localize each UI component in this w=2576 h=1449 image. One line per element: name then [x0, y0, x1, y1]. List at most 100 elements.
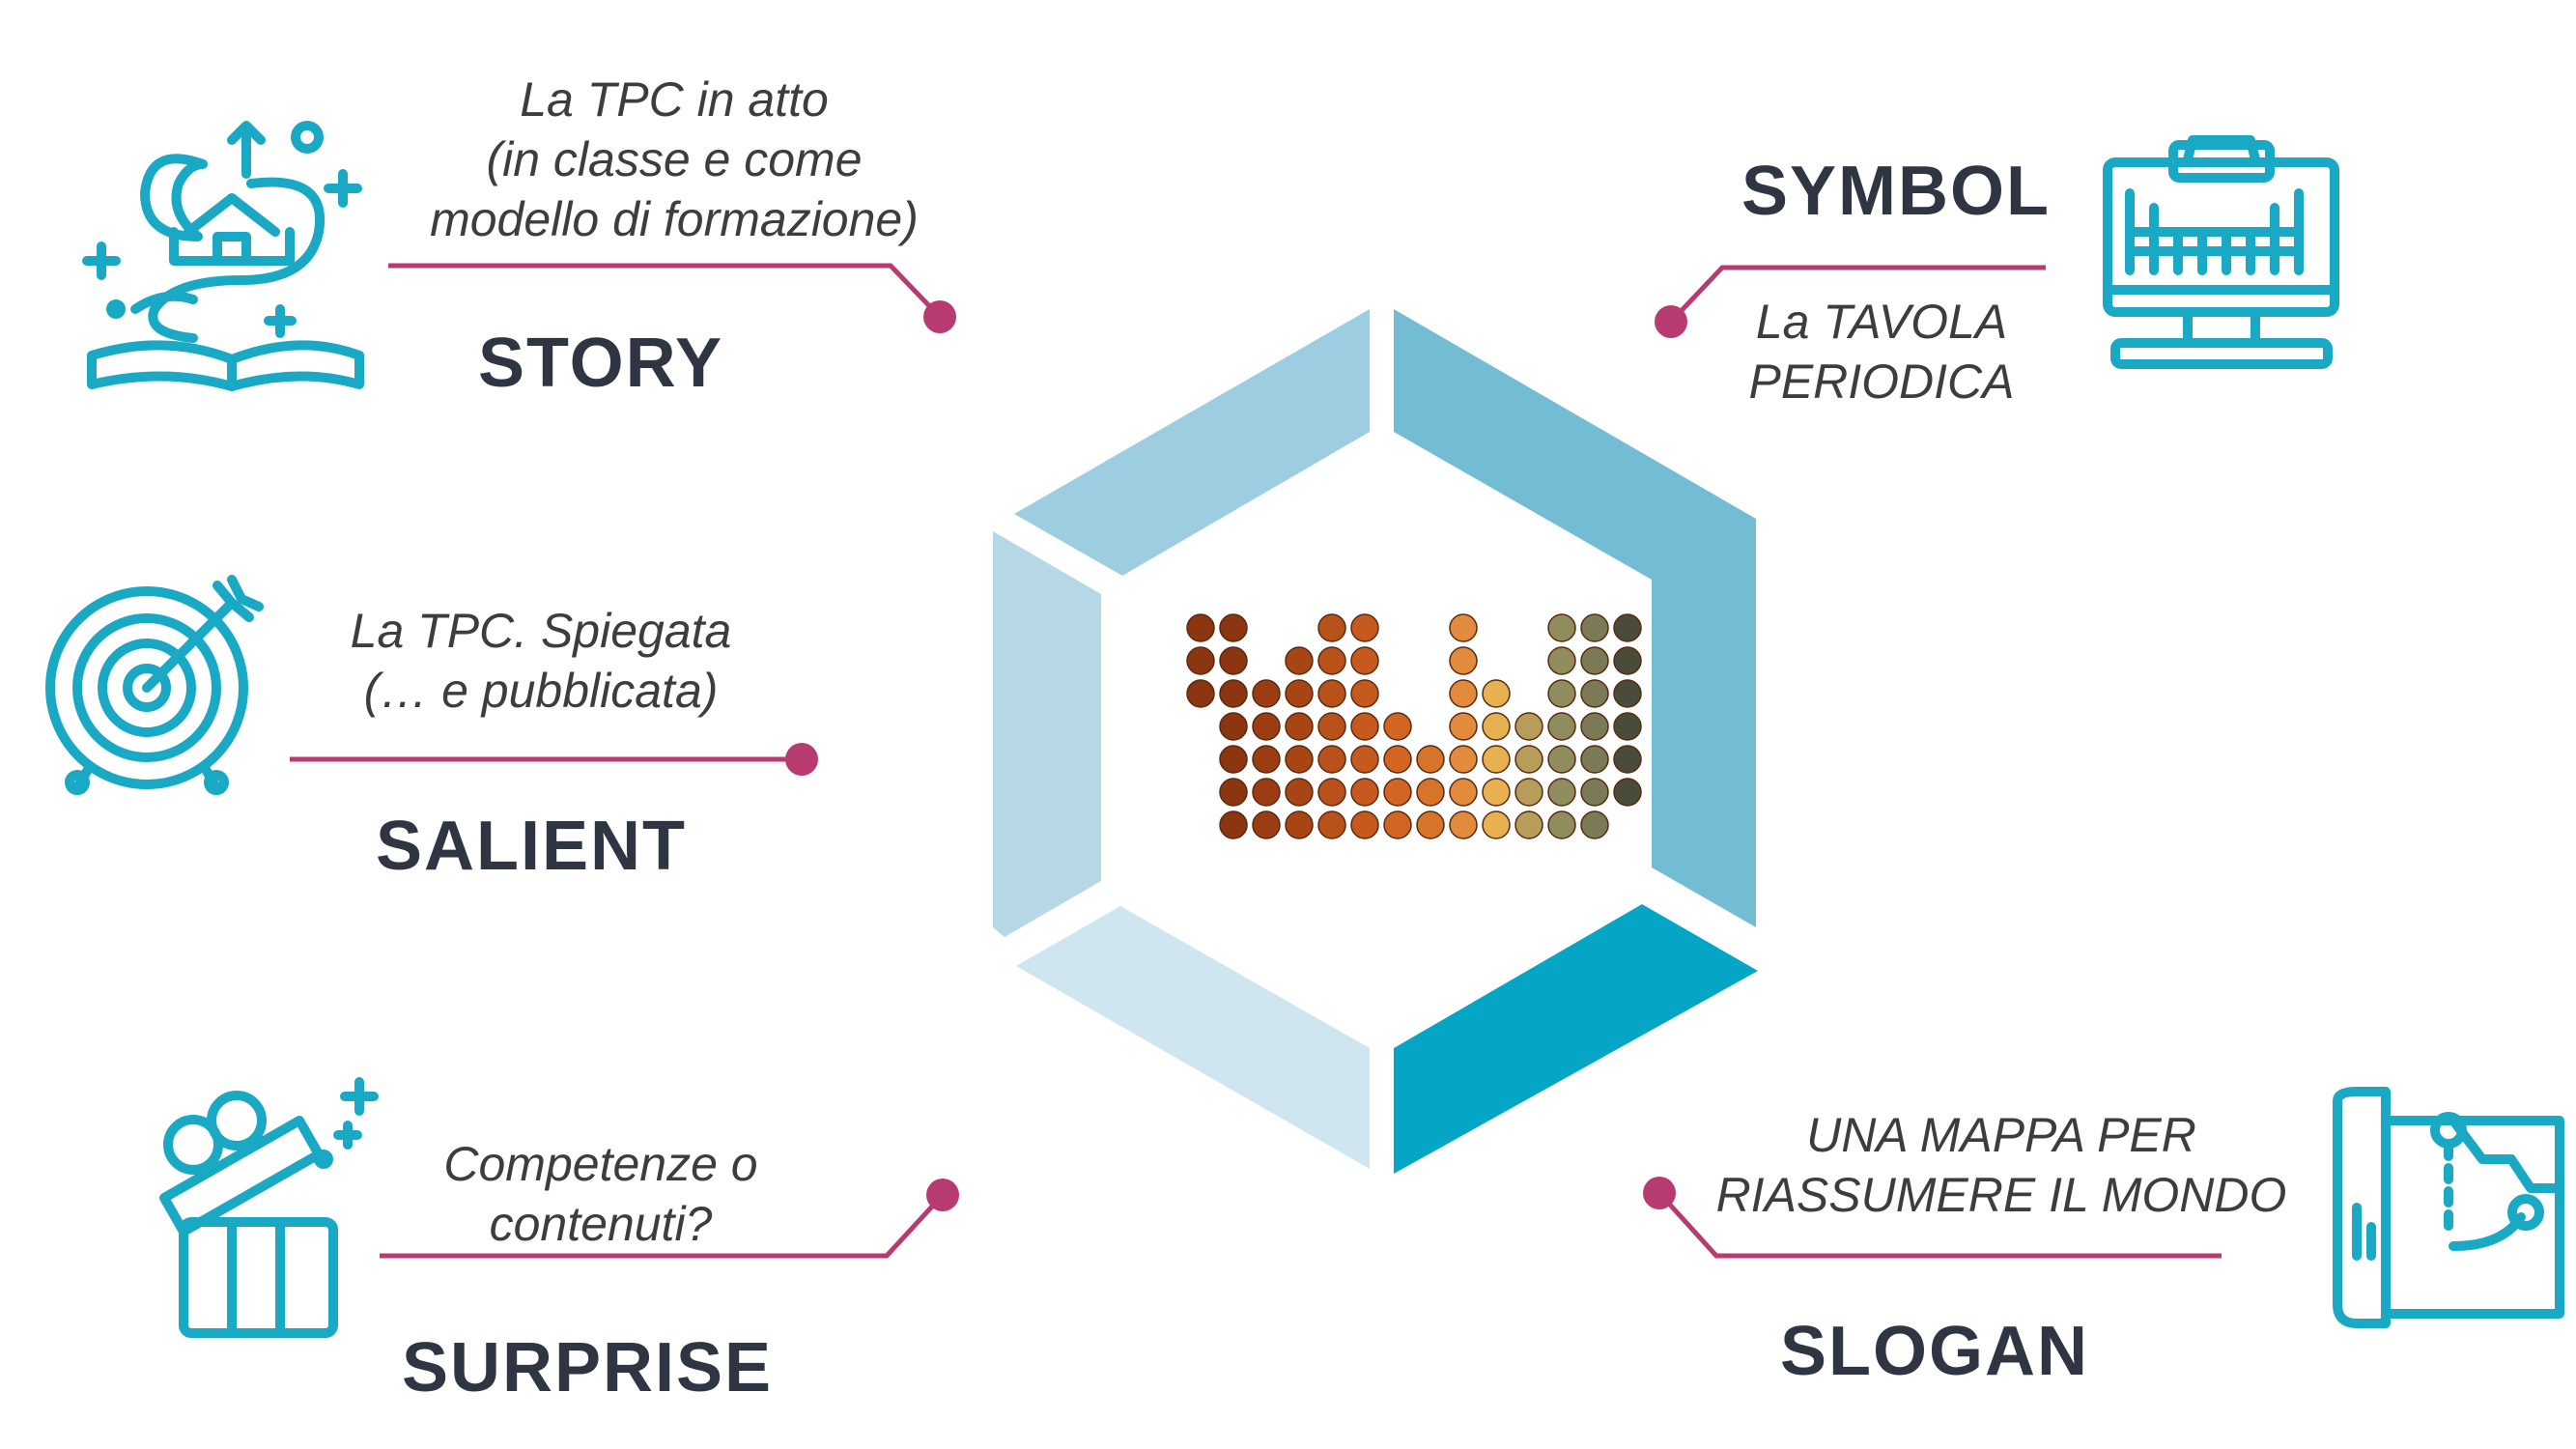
logo-dot	[1317, 613, 1346, 642]
logo-dot	[1252, 712, 1281, 741]
logo-dot	[1547, 613, 1576, 642]
logo-dot	[1449, 745, 1478, 774]
logo-dot	[1613, 712, 1642, 741]
surprise-description-line: contenuti?	[490, 1197, 713, 1251]
connectors	[290, 263, 2222, 1259]
salient-heading: SALIENT	[376, 808, 687, 885]
logo-dot	[1613, 646, 1642, 675]
story-description-line: (in classe e come	[486, 132, 862, 186]
hex-segment-top-right	[1394, 309, 1756, 927]
map-icon	[2333, 1087, 2564, 1328]
logo-dot	[1219, 712, 1248, 741]
logo-dot	[1514, 712, 1543, 741]
logo-dot	[1613, 679, 1642, 708]
logo-dot	[1252, 810, 1281, 839]
logo-dot	[1285, 679, 1314, 708]
logo-dot	[1580, 712, 1609, 741]
surprise-description-line: Competenze o	[443, 1137, 757, 1191]
periodic-table-monitor-icon	[2103, 135, 2339, 369]
logo-dot	[1547, 679, 1576, 708]
logo-dot	[1482, 810, 1511, 839]
logo-dot	[1350, 745, 1379, 774]
logo-dot	[1285, 778, 1314, 807]
logo-dot	[1285, 712, 1314, 741]
logo-dot	[1350, 646, 1379, 675]
logo-dot	[1252, 778, 1281, 807]
logo-dot	[1514, 745, 1543, 774]
logo-dot	[1317, 712, 1346, 741]
hex-segment-top-left	[1014, 309, 1370, 576]
logo-dot	[1547, 810, 1576, 839]
logo-dot	[1186, 679, 1215, 708]
logo-dot	[1219, 778, 1248, 807]
surprise-heading: SURPRISE	[402, 1329, 773, 1406]
slogan-description-line: RIASSUMERE IL MONDO	[1716, 1168, 2287, 1222]
logo-dot	[1547, 646, 1576, 675]
logo-dot	[1613, 613, 1642, 642]
logo-dot	[1547, 745, 1576, 774]
logo-dot	[1186, 646, 1215, 675]
logo-dot	[1449, 810, 1478, 839]
symbol-description: La TAVOLA PERIODICA	[1748, 295, 2014, 409]
story-description: La TPC in atto (in classe e come modello…	[430, 72, 919, 246]
logo-dot	[1350, 613, 1379, 642]
hex-segment-bottom-left	[1016, 906, 1370, 1169]
target-icon	[45, 575, 264, 795]
storybook-icon	[82, 121, 364, 391]
logo-dot	[1613, 778, 1642, 807]
logo-dot	[1350, 679, 1379, 708]
logo-dot	[1186, 613, 1215, 642]
logo-dot	[1252, 745, 1281, 774]
slogan-description: UNA MAPPA PER RIASSUMERE IL MONDO	[1716, 1108, 2287, 1222]
periodic-table-dots-icon	[1186, 613, 1642, 839]
logo-dot	[1383, 745, 1412, 774]
salient-description-line: (… e pubblicata)	[364, 664, 719, 718]
salient-description-line: La TPC. Spiegata	[351, 604, 732, 658]
logo-dot	[1580, 810, 1609, 839]
logo-dot	[1580, 679, 1609, 708]
logo-dot	[1317, 679, 1346, 708]
story-description-line: modello di formazione)	[430, 192, 919, 246]
logo-dot	[1219, 646, 1248, 675]
logo-dot	[1317, 745, 1346, 774]
story-description-line: La TPC in atto	[520, 72, 829, 127]
logo-dot	[1350, 810, 1379, 839]
story-connector	[388, 263, 942, 319]
logo-dot	[1580, 745, 1609, 774]
gift-icon	[159, 1077, 379, 1338]
slogan-connector-dot	[1643, 1177, 1676, 1209]
logo-dot	[1383, 712, 1412, 741]
hex-segment-bottom-right	[1394, 904, 1758, 1174]
logo-dot	[1613, 745, 1642, 774]
logo-dot	[1547, 712, 1576, 741]
logo-dot	[1252, 679, 1281, 708]
logo-dot	[1350, 712, 1379, 741]
logo-dot	[1317, 810, 1346, 839]
hex-segment-left	[993, 531, 1101, 937]
logo-dot	[1383, 778, 1412, 807]
logo-dot	[1449, 646, 1478, 675]
logo-dot	[1482, 712, 1511, 741]
logo-dot	[1482, 679, 1511, 708]
logo-dot	[1416, 810, 1445, 839]
logo-dot	[1219, 613, 1248, 642]
logo-dot	[1547, 778, 1576, 807]
logo-dot	[1580, 778, 1609, 807]
logo-dot	[1285, 745, 1314, 774]
logo-dot	[1416, 778, 1445, 807]
surprise-description: Competenze o contenuti?	[443, 1137, 757, 1251]
symbol-description-line: La TAVOLA	[1756, 295, 2007, 349]
salient-description: La TPC. Spiegata (… e pubblicata)	[351, 604, 732, 718]
logo-dot	[1285, 646, 1314, 675]
logo-dot	[1482, 745, 1511, 774]
logo-dot	[1449, 613, 1478, 642]
logo-dot	[1514, 810, 1543, 839]
story-connector-dot	[923, 300, 956, 333]
surprise-connector-dot	[926, 1179, 959, 1211]
logo-dot	[1416, 745, 1445, 774]
logo-dot	[1449, 712, 1478, 741]
logo-dot	[1317, 646, 1346, 675]
symbol-connector	[1669, 265, 2046, 324]
slogan-description-line: UNA MAPPA PER	[1806, 1108, 2196, 1162]
